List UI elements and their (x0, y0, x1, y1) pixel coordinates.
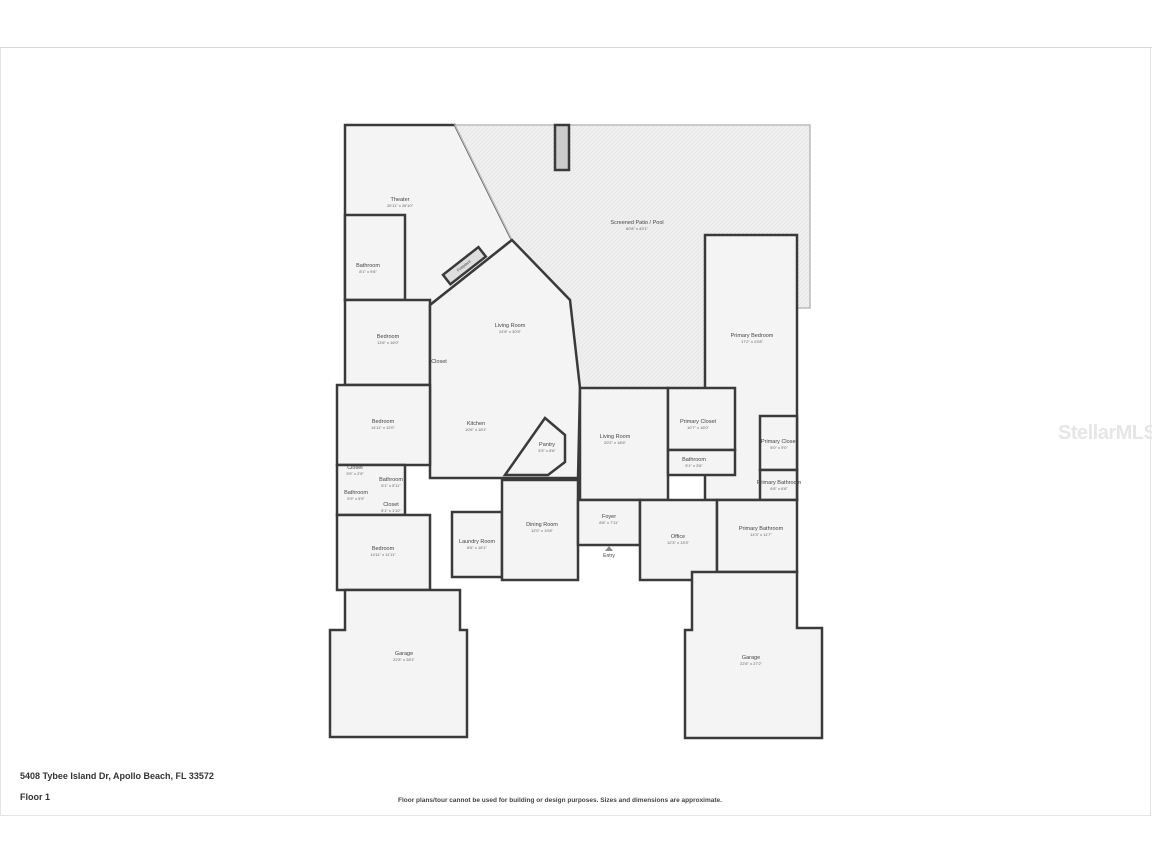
office-area (638, 498, 719, 582)
bedroom-area (335, 383, 432, 467)
garage-area (683, 570, 824, 740)
bathroom-area (343, 213, 407, 302)
entry-arrow-icon (605, 546, 613, 551)
room-label: Closet (431, 359, 447, 365)
bathroom-area (666, 448, 737, 477)
primary-bathroom-area (758, 468, 799, 502)
closets-bath-area (335, 463, 407, 517)
floor-label: Floor 1 (20, 792, 51, 802)
living-room-area (578, 386, 670, 502)
fireplace (441, 245, 488, 287)
bedroom-area (335, 513, 432, 592)
primary-closet-area (666, 386, 737, 452)
laundry-area (450, 510, 504, 579)
primary-bathroom-area (715, 498, 799, 574)
disclaimer: Floor plans/tour cannot be used for buil… (398, 797, 722, 804)
primary-closet-area (758, 414, 799, 472)
page-frame (0, 48, 1151, 816)
pantry-area (502, 416, 567, 477)
foyer-area (576, 498, 642, 547)
top-divider (0, 47, 1152, 48)
garage-area (328, 588, 469, 739)
entry-label: Entry (603, 553, 615, 559)
watermark: StellarMLS (1058, 422, 1152, 444)
dining-area (500, 478, 580, 582)
chimney (553, 123, 571, 172)
property-address: 5408 Tybee Island Dr, Apollo Beach, FL 3… (20, 771, 214, 781)
